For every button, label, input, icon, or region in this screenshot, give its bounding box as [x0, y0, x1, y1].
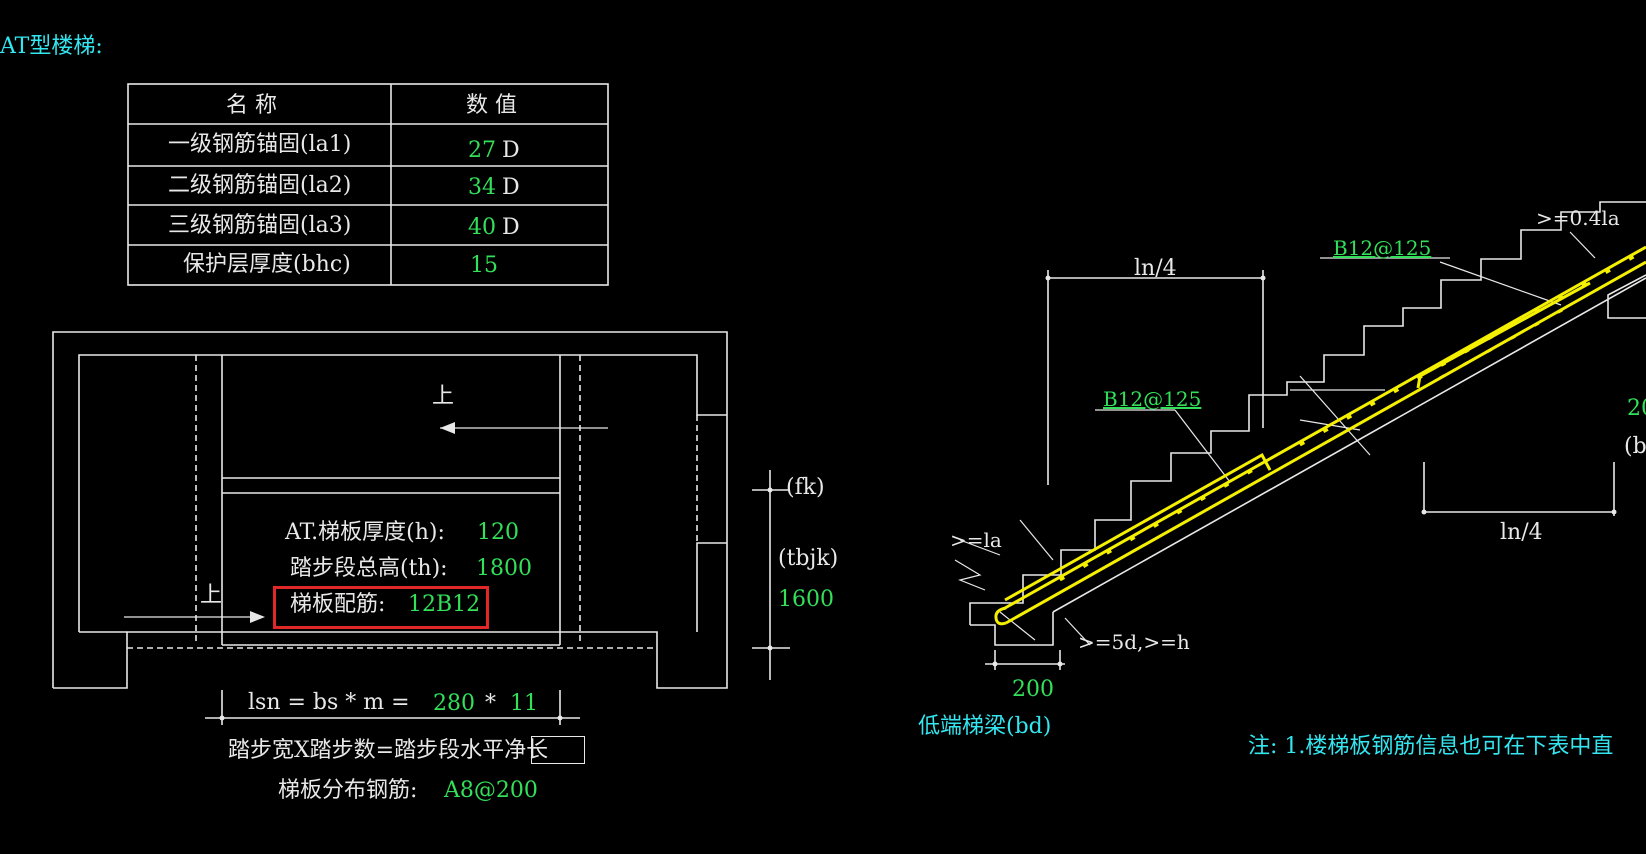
table-header-name: 名 称 [226, 93, 277, 118]
table-header-value: 数 值 [466, 93, 517, 118]
table-row-value: 40 [468, 215, 496, 240]
page-title: AT型楼梯: [0, 34, 103, 59]
cursor-box [531, 736, 585, 764]
bottom-dim-label: >=5d,>=h [1078, 630, 1190, 654]
distribution-bars [1059, 248, 1646, 582]
bs-value: 280 [433, 691, 475, 716]
rebar-top-label: B12@125 [1333, 236, 1432, 260]
formula-note: 踏步宽X踏步数=踏步段水平净长 [228, 738, 549, 763]
table-row-unit: D [502, 215, 520, 240]
fk-label: (fk) [786, 475, 825, 500]
rebar-highlight-box [273, 586, 489, 629]
table-row-value: 34 [468, 175, 496, 200]
table-row-name: 保护层厚度(bhc) [183, 252, 351, 277]
tbjk-value: 1600 [778, 587, 834, 612]
lsn-formula: lsn = bs * m = [248, 690, 410, 715]
ln4-bottom-label: ln/4 [1500, 520, 1543, 545]
height-label: 踏步段总高(th): [290, 556, 448, 581]
distribution-label: 梯板分布钢筋: [278, 778, 418, 803]
plan-outline [52, 331, 728, 689]
rebar-mid-label: B12@125 [1103, 387, 1202, 411]
arrow-right-head [250, 611, 265, 623]
ln4-top-label: ln/4 [1134, 256, 1177, 281]
dimension-ticks [219, 275, 1617, 721]
beam-width-value: 200 [1012, 677, 1054, 702]
table-row-unit: D [502, 175, 520, 200]
note-text: 注: 1.楼梯板钢筋信息也可在下表中直 [1248, 734, 1614, 759]
height-value: 1800 [476, 556, 532, 581]
anchor-left-label: >=la [950, 528, 1002, 552]
parameter-table-grid [127, 83, 609, 286]
section-stair-profile [205, 201, 1646, 725]
table-row-name: 三级钢筋锚固(la3) [168, 213, 352, 238]
distribution-value: A8@200 [444, 778, 538, 803]
plan-up-label: 上 [432, 384, 455, 409]
anchor-top-label: >=0.4la [1536, 206, 1620, 230]
times-sign: * [485, 691, 496, 716]
thickness-label: AT.梯板厚度(h): [285, 520, 445, 545]
rebar-value: 12B12 [408, 592, 481, 617]
right-label-partial: (b [1624, 434, 1646, 459]
plan-up-label: 上 [200, 583, 223, 608]
thickness-value: 120 [477, 520, 519, 545]
right-value-partial: 20 [1627, 396, 1646, 421]
tbjk-label: (tbjk) [778, 546, 839, 571]
leader-lines [124, 231, 1596, 646]
table-row-value: 15 [470, 253, 498, 278]
table-row-value: 27 [468, 138, 496, 163]
stair-rebar [994, 245, 1646, 626]
arrow-up-head [440, 422, 455, 434]
table-row-unit: D [502, 138, 520, 163]
low-beam-label: 低端梯梁(bd) [918, 714, 1052, 739]
table-row-name: 一级钢筋锚固(la1) [168, 132, 352, 157]
table-row-name: 二级钢筋锚固(la2) [168, 173, 352, 198]
rebar-label: 梯板配筋: [290, 592, 386, 617]
m-value: 11 [510, 691, 538, 716]
